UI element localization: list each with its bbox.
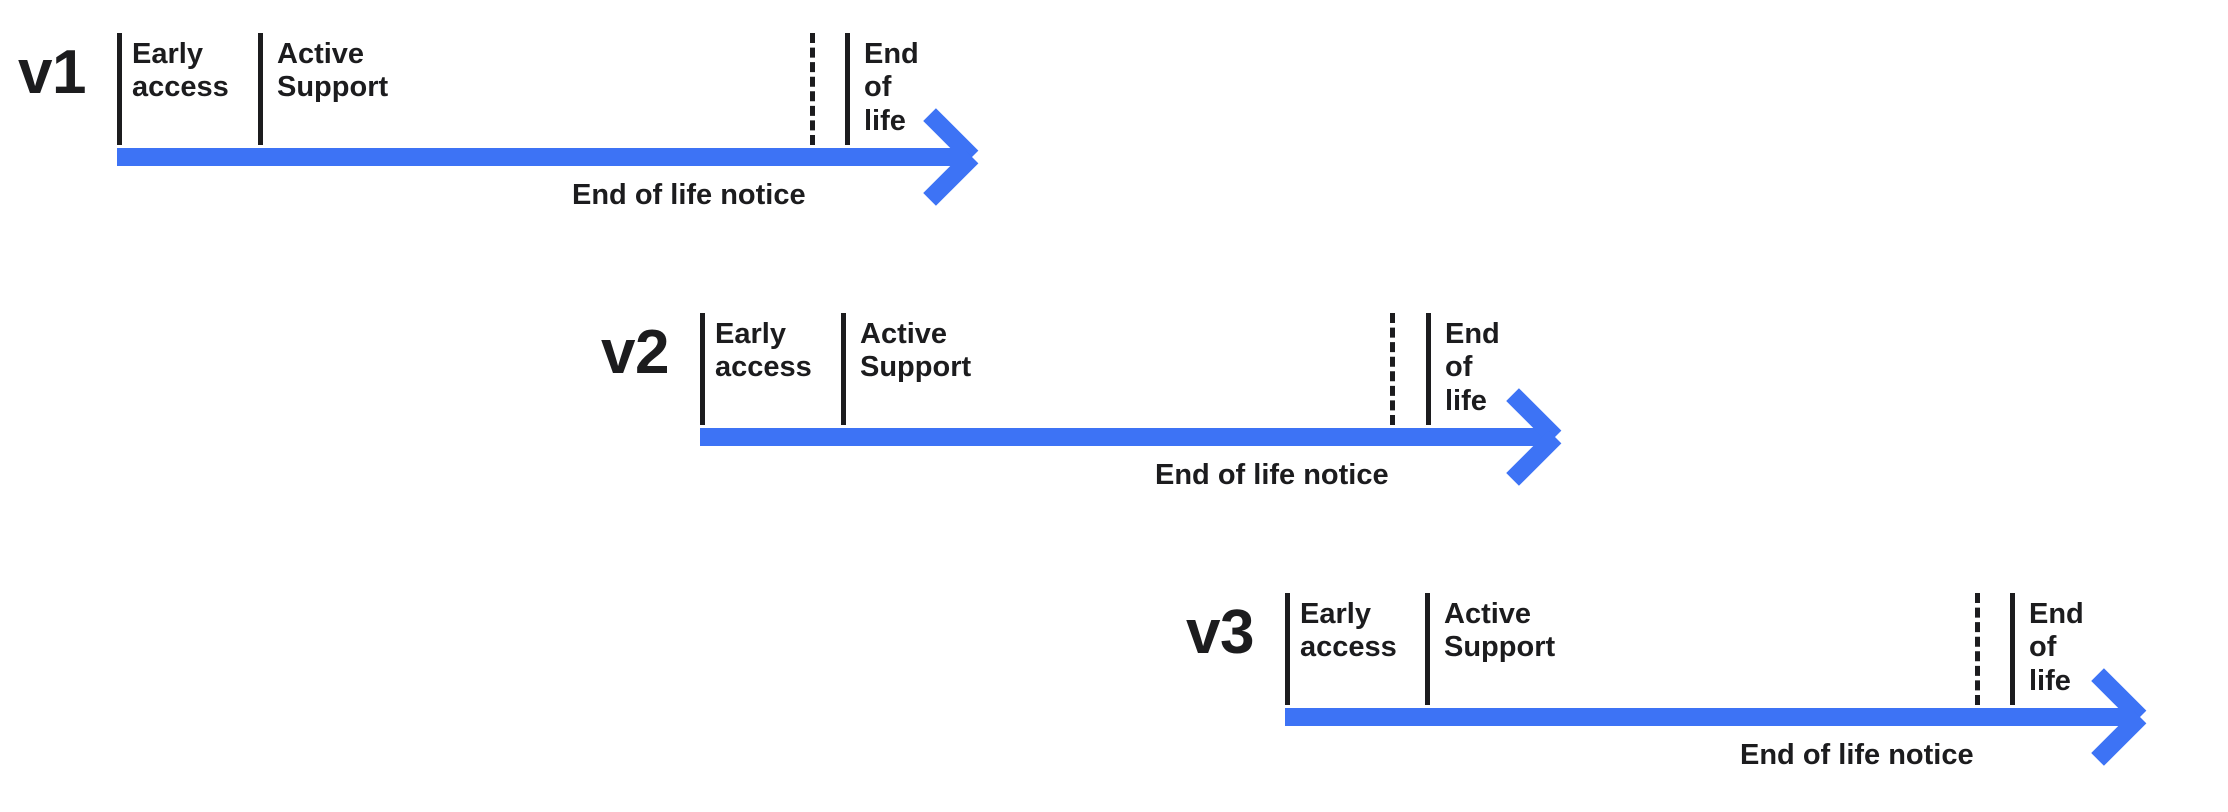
version-label-v3: v3 xyxy=(1186,598,1254,667)
tick-early-access-start-v1 xyxy=(117,33,122,145)
tick-early-access-start-v3 xyxy=(1285,593,1290,705)
tick-active-support-start-v2 xyxy=(841,313,846,425)
tick-end-of-life-notice-v2 xyxy=(1390,313,1395,425)
phase-label-early-access-v3: Early access xyxy=(1300,598,1397,664)
tick-end-of-life-notice-v1 xyxy=(810,33,815,145)
phase-label-active-support-v1: Active Support xyxy=(277,38,389,104)
phase-label-end-of-life-v1: End of life xyxy=(864,38,919,137)
phase-label-end-of-life-v3: End of life xyxy=(2029,598,2084,697)
tick-end-of-life-start-v2 xyxy=(1426,313,1431,425)
phase-label-early-access-v1: Early access xyxy=(132,38,229,104)
tick-active-support-start-v1 xyxy=(258,33,263,145)
timeline-bar-v1 xyxy=(117,148,972,166)
tick-end-of-life-start-v1 xyxy=(845,33,850,145)
phase-label-active-support-v2: Active Support xyxy=(860,318,972,384)
tick-end-of-life-notice-v3 xyxy=(1975,593,1980,705)
notice-label-v3: End of life notice xyxy=(1740,739,1974,771)
tick-active-support-start-v3 xyxy=(1425,593,1430,705)
notice-label-v2: End of life notice xyxy=(1155,459,1389,491)
phase-label-active-support-v3: Active Support xyxy=(1444,598,1556,664)
timeline-bar-v2 xyxy=(700,428,1555,446)
notice-label-v1: End of life notice xyxy=(572,179,806,211)
timeline-bar-v3 xyxy=(1285,708,2140,726)
tick-early-access-start-v2 xyxy=(700,313,705,425)
phase-label-early-access-v2: Early access xyxy=(715,318,812,384)
tick-end-of-life-start-v3 xyxy=(2010,593,2015,705)
version-label-v1: v1 xyxy=(18,38,86,107)
version-label-v2: v2 xyxy=(601,318,669,387)
phase-label-end-of-life-v2: End of life xyxy=(1445,318,1500,417)
